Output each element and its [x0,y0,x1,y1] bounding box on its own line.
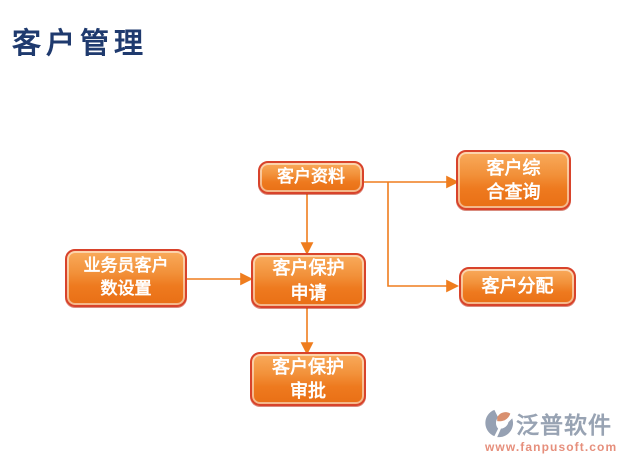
page-title: 客户管理 [12,26,149,60]
node-label: 客户保护 [272,356,344,377]
node-label: 申请 [290,282,327,303]
brand-name: 泛普软件 [516,412,612,438]
node-customer-comprehensive-query: 客户综 合查询 [456,150,571,210]
footer-logo: 泛普软件 www.fanpusoft.com [485,406,618,454]
website-url: www.fanpusoft.com [485,440,618,454]
node-label: 客户资料 [277,167,345,187]
node-customer-protection-application: 客户保护 申请 [251,253,366,308]
node-customer-protection-approval: 客户保护 审批 [250,352,366,406]
node-label: 审批 [290,381,326,401]
node-customer-data: 客户资料 [258,161,364,194]
node-label: 业务员客户 [83,256,169,276]
node-label: 数设置 [100,279,152,298]
node-salesman-customer-count-setting: 业务员客户 数设置 [65,249,187,307]
connector-data-to-allocation [387,182,459,293]
node-label: 客户分配 [481,276,554,297]
node-customer-allocation: 客户分配 [459,267,576,306]
node-label: 客户综 [486,157,541,178]
fanpu-logo-icon [485,409,514,438]
node-label: 客户保护 [272,258,345,279]
node-label: 合查询 [486,182,541,202]
